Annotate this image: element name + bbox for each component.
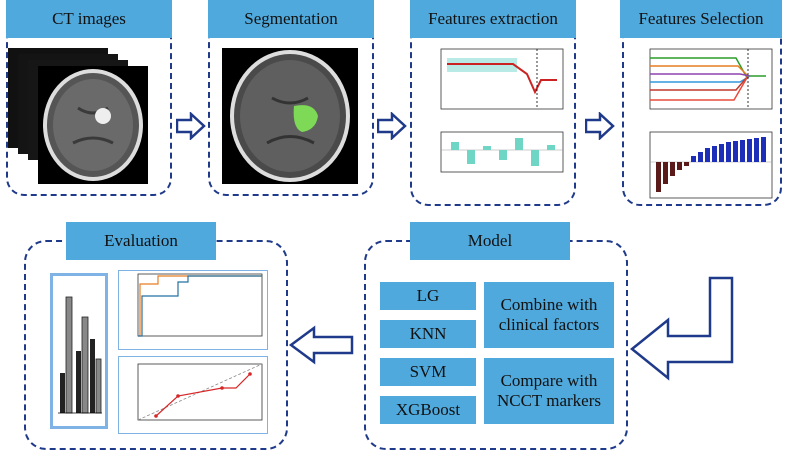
evaluation-header: Evaluation	[66, 222, 216, 260]
ct-image-stack	[8, 48, 148, 184]
features-selection-header: Features Selection	[620, 0, 782, 38]
feature-importance-plot	[649, 131, 773, 199]
lasso-path-plot	[649, 48, 773, 110]
model-header: Model	[410, 222, 570, 260]
features-extraction-panel	[410, 18, 576, 206]
coefficient-bar-plot	[440, 131, 564, 173]
segmentation-image	[222, 48, 358, 184]
arrow-left-icon	[288, 325, 354, 365]
ct-images-panel	[6, 18, 172, 196]
ct-images-header: CT images	[6, 0, 172, 38]
segmentation-panel	[208, 18, 374, 196]
arrow-right-icon	[585, 112, 615, 140]
roc-curve-plot	[118, 270, 268, 350]
features-extraction-header: Features extraction	[410, 0, 576, 38]
segmentation-header: Segmentation	[208, 0, 374, 38]
model-knn: KNN	[380, 320, 476, 348]
model-xgboost: XGBoost	[380, 396, 476, 424]
compare-ncct-markers: Compare with NCCT markers	[484, 358, 614, 424]
model-lg: LG	[380, 282, 476, 310]
combine-clinical-factors: Combine with clinical factors	[484, 282, 614, 348]
lasso-cv-plot	[427, 46, 567, 122]
calibration-curve-plot	[118, 356, 268, 434]
features-selection-panel	[622, 18, 782, 206]
metrics-bar-plot	[50, 273, 108, 429]
arrow-right-icon	[377, 112, 407, 140]
arrow-right-icon	[176, 112, 206, 140]
model-svm: SVM	[380, 358, 476, 386]
arrow-down-left-icon	[630, 276, 734, 381]
